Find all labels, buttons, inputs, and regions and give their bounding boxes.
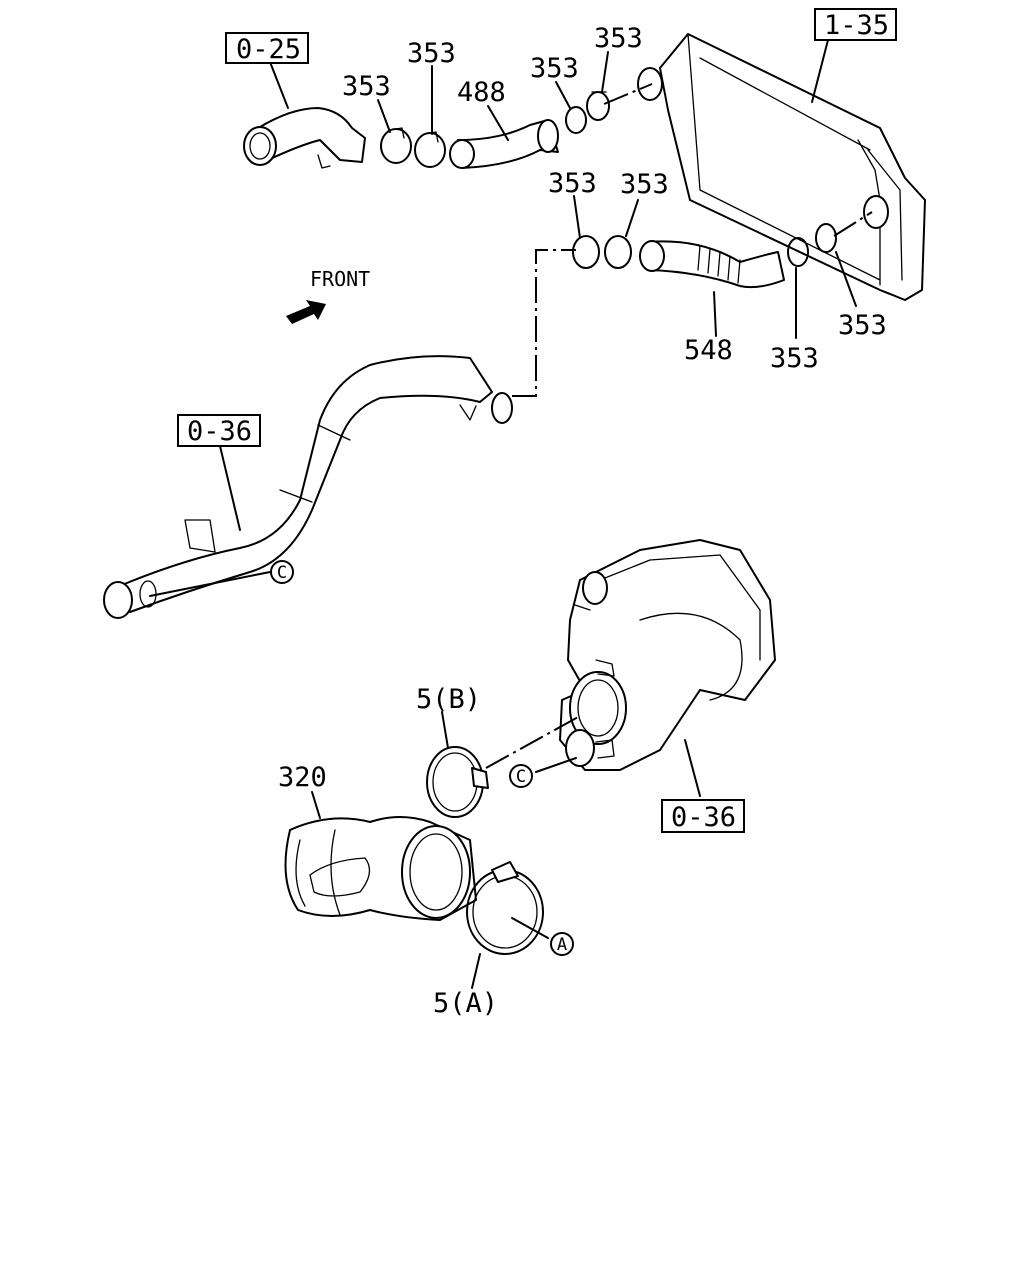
hose-320 <box>284 816 477 921</box>
label-5b: 5(B) <box>416 684 481 715</box>
label-353-c: 353 <box>530 53 579 84</box>
label-353-a: 353 <box>342 71 391 102</box>
clamp-353-a <box>380 127 412 164</box>
label-353-b: 353 <box>407 38 456 69</box>
lower-pipe-0-36 <box>103 355 513 619</box>
label-353-g: 353 <box>770 343 819 374</box>
label-320: 320 <box>278 762 327 793</box>
marker-c-pipe-label: C <box>277 563 287 583</box>
label-353-h: 353 <box>838 310 887 341</box>
clamp-353-b <box>414 131 446 168</box>
hose-548 <box>639 240 785 289</box>
turbocharger <box>559 539 776 771</box>
marker-a-label: A <box>557 935 567 955</box>
marker-a: A <box>550 932 574 956</box>
label-5a: 5(A) <box>433 988 498 1019</box>
hose-488 <box>449 119 559 169</box>
marker-c-pipe: C <box>270 560 294 584</box>
clamp-353-e <box>572 235 600 269</box>
ref-box-1-35: 1-35 <box>814 8 897 41</box>
front-arrow-icon <box>286 300 326 324</box>
ref-0-36-pipe-label: 0-36 <box>187 416 252 447</box>
ref-box-0-36-turbo: 0-36 <box>661 799 745 833</box>
leader-lines <box>149 39 857 989</box>
label-353-e: 353 <box>548 168 597 199</box>
label-548: 548 <box>684 335 733 366</box>
ref-1-35-label: 1-35 <box>824 10 889 41</box>
intercooler <box>637 33 926 301</box>
front-label: FRONT <box>310 267 370 291</box>
marker-c-turbo: C <box>509 764 533 788</box>
label-353-d: 353 <box>594 23 643 54</box>
clamp-353-d <box>586 91 610 121</box>
upper-pipe-0-25 <box>243 107 366 169</box>
ref-0-25-label: 0-25 <box>236 34 301 65</box>
clamp-353-h <box>815 223 837 253</box>
part-labels: 353 353 488 353 353 353 353 548 353 353 … <box>278 23 887 1019</box>
label-353-f: 353 <box>620 169 669 200</box>
label-488: 488 <box>457 77 506 108</box>
centerlines <box>485 83 873 769</box>
marker-c-turbo-label: C <box>516 767 526 787</box>
clamp-5a <box>466 861 544 955</box>
ref-0-36-turbo-label: 0-36 <box>671 802 736 833</box>
clamp-5b <box>426 746 489 818</box>
ref-box-0-36-pipe: 0-36 <box>177 414 261 447</box>
clamp-353-g <box>787 237 809 267</box>
clamp-353-c <box>565 106 587 134</box>
ref-box-0-25: 0-25 <box>225 32 309 65</box>
clamp-353-f <box>604 235 632 269</box>
